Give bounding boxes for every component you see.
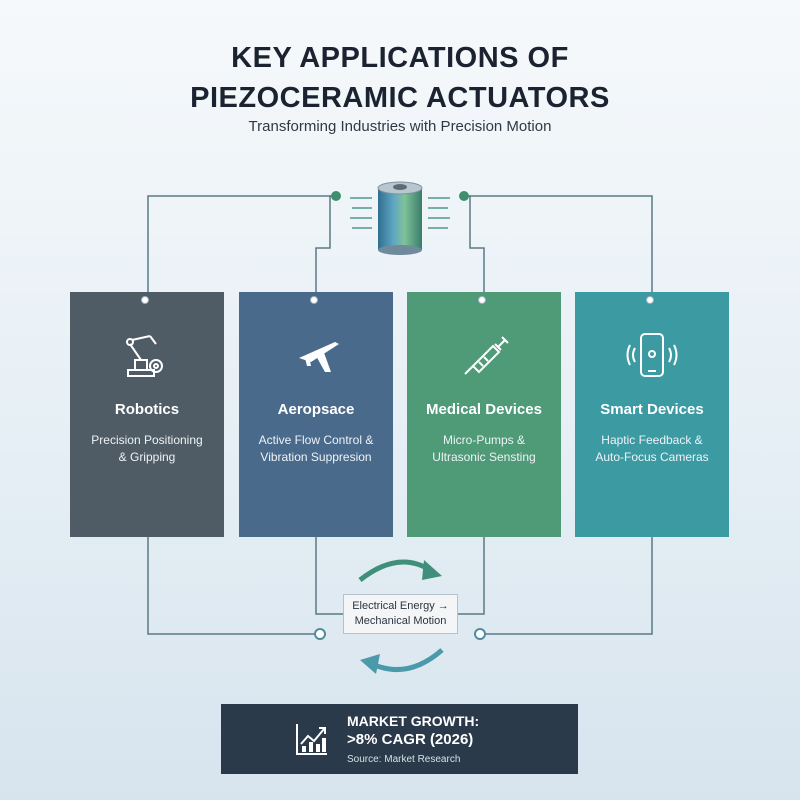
card-aerospace: Aeropsace Active Flow Control & Vibratio… — [239, 292, 393, 537]
robot-arm-icon — [126, 335, 163, 377]
smartphone-haptic-icon — [626, 333, 678, 377]
page-subtitle: Transforming Industries with Precision M… — [248, 118, 552, 135]
bottom-connectors — [147, 537, 653, 635]
market-heading: MARKET GROWTH: — [347, 713, 480, 729]
title-line-2: PIEZOCERAMIC ACTUATORS — [190, 82, 610, 114]
card-desc-line-2: Ultrasonic Sensting — [432, 450, 536, 464]
bottom-left-node — [314, 628, 326, 640]
card-desc-line-1: Active Flow Control & — [258, 433, 374, 447]
syringe-icon — [464, 336, 509, 375]
card-desc-line-1: Micro-Pumps & — [442, 433, 525, 447]
cycle-arrow-bottom-icon — [360, 648, 444, 674]
title-line-1: KEY APPLICATIONS OF — [231, 42, 569, 74]
card-desc-line-2: Vibration Suppresion — [260, 450, 372, 464]
page-title: KEY APPLICATIONS OF PIEZOCERAMIC ACTUATO… — [0, 38, 800, 118]
connector-medical — [464, 195, 485, 298]
market-growth-panel: MARKET GROWTH: >8% CAGR (2026) Source: M… — [221, 704, 578, 774]
right-node-dot — [459, 191, 469, 201]
card-description: Micro-Pumps & Ultrasonic Sensting — [413, 432, 555, 466]
actuator-icon — [350, 181, 450, 255]
card-desc-line-2: & Gripping — [118, 450, 176, 464]
market-source: Source: Market Research — [347, 754, 461, 765]
card-connector-dot — [141, 296, 149, 304]
card-title: Robotics — [114, 401, 180, 418]
card-desc-line-1: Precision Positioning — [91, 433, 203, 447]
card-description: Active Flow Control & Vibration Suppresi… — [245, 432, 387, 466]
card-description: Haptic Feedback & Auto-Focus Cameras — [581, 432, 723, 466]
card-desc-line-2: Auto-Focus Cameras — [595, 450, 709, 464]
card-title: Aeropsace — [277, 401, 355, 418]
growth-chart-icon — [296, 724, 327, 755]
connector-robotics — [147, 195, 336, 298]
card-robotics: Robotics Precision Positioning & Grippin… — [70, 292, 224, 537]
conversion-line-1: Electrical Energy → — [352, 600, 449, 612]
bottom-right-node — [474, 628, 486, 640]
card-connector-dot — [646, 296, 654, 304]
card-smart-devices: Smart Devices Haptic Feedback & Auto-Foc… — [575, 292, 729, 537]
card-medical-devices: Medical Devices Micro-Pumps & Ultrasonic… — [407, 292, 561, 537]
left-node-dot — [331, 191, 341, 201]
cycle-arrow-top-icon — [358, 559, 442, 582]
card-title: Medical Devices — [426, 401, 542, 418]
connector-aerospace — [315, 195, 336, 298]
market-value: >8% CAGR (2026) — [347, 731, 474, 748]
card-connector-dot — [478, 296, 486, 304]
card-title: Smart Devices — [600, 401, 704, 418]
card-desc-line-1: Haptic Feedback & — [601, 433, 703, 447]
conversion-line-2: Mechanical Motion — [354, 615, 447, 627]
connector-smart — [464, 195, 653, 298]
card-connector-dot — [310, 296, 318, 304]
energy-conversion-box: Electrical Energy → Mechanical Motion — [343, 594, 458, 634]
card-description: Precision Positioning & Gripping — [76, 432, 218, 466]
airplane-icon — [299, 342, 339, 372]
